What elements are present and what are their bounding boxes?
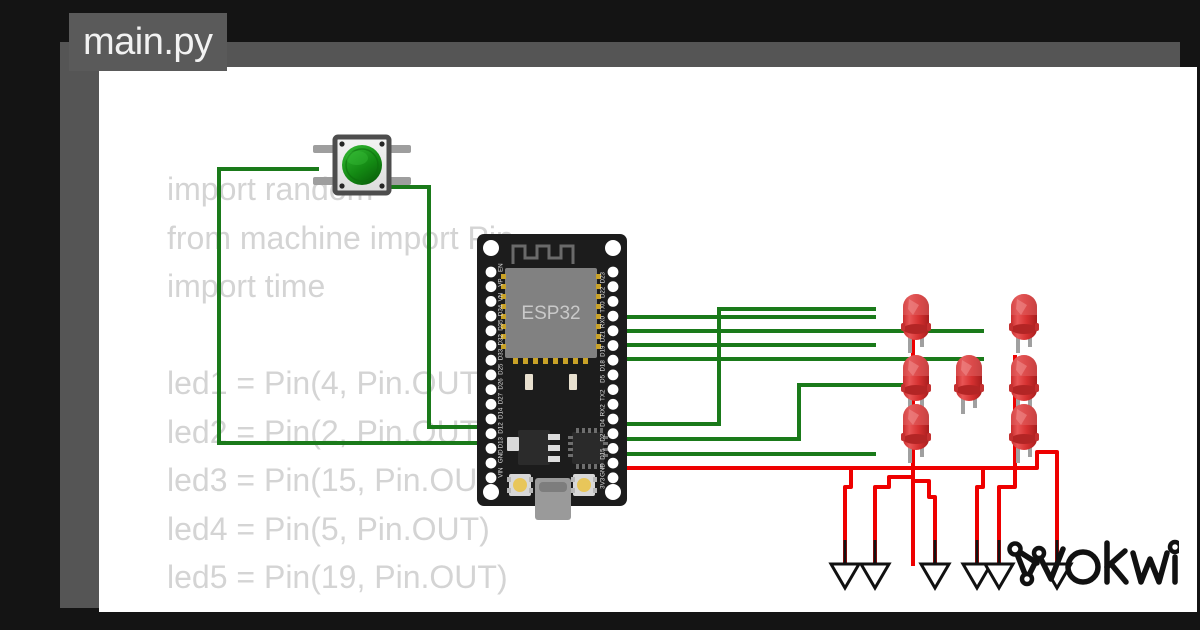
board-pin-d32[interactable]	[485, 340, 497, 351]
board-pin-d27[interactable]	[485, 398, 497, 410]
board-pin-d35[interactable]	[485, 325, 497, 337]
board-pin-d2[interactable]	[607, 428, 619, 440]
wire-d2-led3[interactable]	[626, 383, 929, 441]
board-pin-tx2[interactable]	[607, 384, 619, 395]
board-pin-rx0[interactable]	[607, 310, 619, 322]
board-pin-label-d25: D25	[498, 363, 505, 375]
board-pin-d15[interactable]	[607, 443, 619, 454]
gnd-3[interactable]	[919, 538, 951, 590]
board-pins-right[interactable]: D23D22TX0RX0D21D19D18D5TX2RX2D4D2D15GND3…	[600, 266, 619, 489]
board-pin-d26[interactable]	[485, 384, 497, 395]
esp32-board[interactable]: ESP32	[477, 234, 627, 520]
board-pin-label-d18: D18	[600, 360, 607, 372]
board-pin-label-d13: D13	[498, 436, 505, 448]
led-4[interactable]	[954, 355, 984, 414]
file-tab-main-py[interactable]: main.py	[69, 13, 227, 71]
board-pin-label-d26: D26	[498, 378, 505, 390]
usb-connector	[535, 478, 571, 520]
board-pin-d12[interactable]	[485, 428, 497, 440]
board-pin-d22[interactable]	[607, 281, 619, 293]
board-pin-label-d2: D2	[600, 433, 607, 441]
led-3[interactable]	[901, 404, 931, 463]
board-pin-label-tx2: TX2	[600, 389, 607, 401]
board-pin-d18[interactable]	[607, 354, 619, 366]
board-pin-label-d32: D32	[498, 334, 505, 346]
board-button-en[interactable]	[507, 474, 533, 496]
pushbutton[interactable]	[313, 134, 411, 196]
board-pin-label-rx2: RX2	[600, 404, 607, 417]
file-tab-label: main.py	[83, 21, 213, 63]
circuit-diagram[interactable]: ESP32	[99, 67, 1197, 612]
board-pin-label-d23: D23	[600, 271, 607, 283]
led-7[interactable]	[1009, 404, 1039, 463]
board-pin-label-d34: D34	[498, 304, 505, 316]
led-1[interactable]	[901, 294, 931, 353]
board-pin-rx2[interactable]	[607, 398, 619, 410]
wire-gnd-bus[interactable]	[626, 333, 1059, 566]
board-pin-label-tx0: TX0	[600, 301, 607, 313]
board-pin-label-d21: D21	[600, 330, 607, 342]
wire-d4-led4[interactable]	[626, 307, 876, 426]
board-pin-label-d19: D19	[600, 345, 607, 357]
board-pin-d34[interactable]	[485, 310, 497, 322]
board-pin-d14[interactable]	[485, 413, 497, 425]
board-pin-vp[interactable]	[485, 281, 497, 293]
board-pin-label-d5: D5	[600, 374, 607, 382]
board-pin-gnd[interactable]	[485, 457, 497, 469]
led-column-middle[interactable]	[954, 355, 984, 414]
led-column-right[interactable]	[1009, 294, 1039, 463]
led-5[interactable]	[1009, 294, 1039, 353]
board-pin-d33[interactable]	[485, 354, 497, 366]
board-pin-d19[interactable]	[607, 340, 619, 351]
board-pin-d23[interactable]	[607, 266, 619, 278]
board-pin-label-rx0: RX0	[600, 316, 607, 329]
gnd-2[interactable]	[859, 538, 891, 590]
board-pin-gnd[interactable]	[607, 457, 619, 469]
wokwi-logo-mark	[1007, 539, 1183, 587]
board-pin-label-en: EN	[498, 263, 505, 272]
board-pin-label-d35: D35	[498, 319, 505, 331]
board-pin-tx0[interactable]	[607, 296, 619, 307]
board-pin-label-vp: VP	[498, 278, 505, 286]
board-pin-label-d15: D15	[600, 448, 607, 460]
board-pin-label-d27: D27	[498, 392, 505, 404]
board-pin-label-d14: D14	[498, 407, 505, 419]
board-pin-label-vn: VN	[498, 293, 505, 302]
board-pin-en[interactable]	[485, 266, 497, 278]
board-pin-label-gnd: GND	[498, 449, 505, 463]
board-pin-vin[interactable]	[485, 472, 497, 484]
board-pin-d13[interactable]	[485, 443, 497, 454]
board-pin-label-d22: D22	[600, 286, 607, 298]
board-pin-d25[interactable]	[485, 369, 497, 381]
board-pin-d4[interactable]	[607, 413, 619, 425]
wire-button-d13[interactable]	[387, 185, 486, 429]
board-pin-label-d12: D12	[498, 422, 505, 434]
board-pin-label-d4: D4	[600, 418, 607, 426]
board-pin-vn[interactable]	[485, 296, 497, 307]
board-chip-label: ESP32	[521, 303, 580, 324]
board-pin-label-d33: D33	[498, 348, 505, 360]
board-pin-d21[interactable]	[607, 325, 619, 337]
board-button-boot[interactable]	[571, 474, 597, 496]
wire-button-gnd[interactable]	[217, 167, 486, 445]
wokwi-logo	[1007, 533, 1183, 598]
gnd-1[interactable]	[829, 538, 861, 590]
board-pin-label-gnd: GND	[600, 463, 607, 477]
board-pin-d5[interactable]	[607, 369, 619, 381]
led-column-left[interactable]	[901, 294, 931, 463]
board-pin-3v3[interactable]	[607, 472, 619, 484]
board-pin-label-3v3: 3V3	[600, 477, 607, 489]
board-pin-label-vin: VIN	[498, 467, 505, 477]
